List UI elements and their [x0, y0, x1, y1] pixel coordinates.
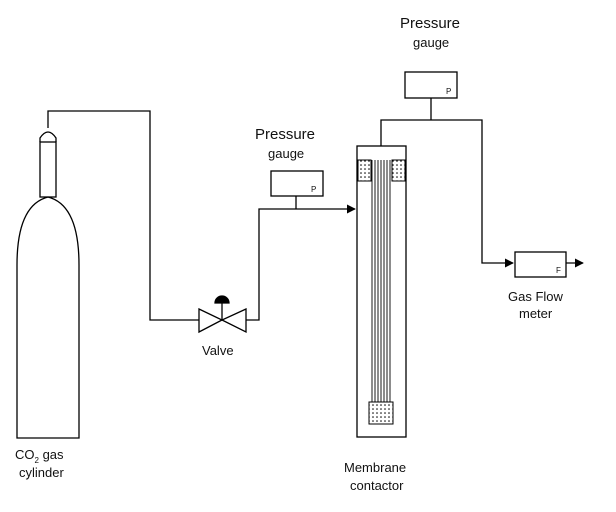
pipe-cylinder-to-valve	[47, 110, 199, 321]
outlet-pressure-gauge: P	[404, 71, 458, 99]
cylinder-label-line1: CO2 gas	[15, 447, 64, 465]
flow-meter-symbol: F	[556, 266, 561, 275]
cylinder-label-line2: cylinder	[19, 465, 64, 480]
pipe-valve-to-contactor	[246, 204, 356, 321]
bottom-potting	[368, 401, 394, 425]
outlet-gauge-symbol: P	[446, 87, 451, 96]
membrane-contactor	[356, 145, 407, 438]
cylinder-body	[16, 196, 80, 439]
inlet-gauge-symbol: P	[311, 185, 316, 194]
cylinder-valve-neck	[39, 141, 57, 198]
inlet-pressure-gauge: P	[270, 170, 324, 197]
gas-flow-meter: F	[514, 251, 567, 278]
top-potting-right	[391, 159, 406, 182]
valve-body-right	[220, 307, 247, 334]
outlet-gauge-label-line1: Pressure	[400, 15, 460, 32]
cylinder-cap	[39, 131, 57, 142]
inlet-gauge-label-line2: gauge	[268, 146, 304, 161]
top-potting-left	[357, 159, 372, 182]
valve-handwheel	[214, 295, 230, 304]
piping	[47, 98, 584, 321]
inlet-gauge-box	[270, 170, 324, 197]
inlet-gauge-label-line1: Pressure	[255, 126, 315, 143]
flow-meter-box	[514, 251, 567, 278]
contactor-shell	[356, 145, 407, 438]
pipe-contactor-outlet	[380, 119, 514, 268]
outlet-gauge-box	[404, 71, 458, 99]
valve-body-left	[198, 307, 224, 334]
flow-meter-label-line2: meter	[519, 306, 553, 321]
contactor-label-line1: Membrane	[344, 460, 406, 475]
co2-cylinder	[16, 131, 80, 439]
hollow-fibers	[371, 160, 391, 402]
outlet-gauge-label-line2: gauge	[413, 35, 449, 50]
flow-meter-label-line1: Gas Flow	[508, 289, 564, 304]
valve-symbol	[198, 295, 247, 334]
contactor-label-line2: contactor	[350, 478, 404, 493]
labels: CO2 gas cylinder Valve Pressure gauge Pr…	[15, 15, 564, 493]
valve-label: Valve	[202, 343, 234, 358]
